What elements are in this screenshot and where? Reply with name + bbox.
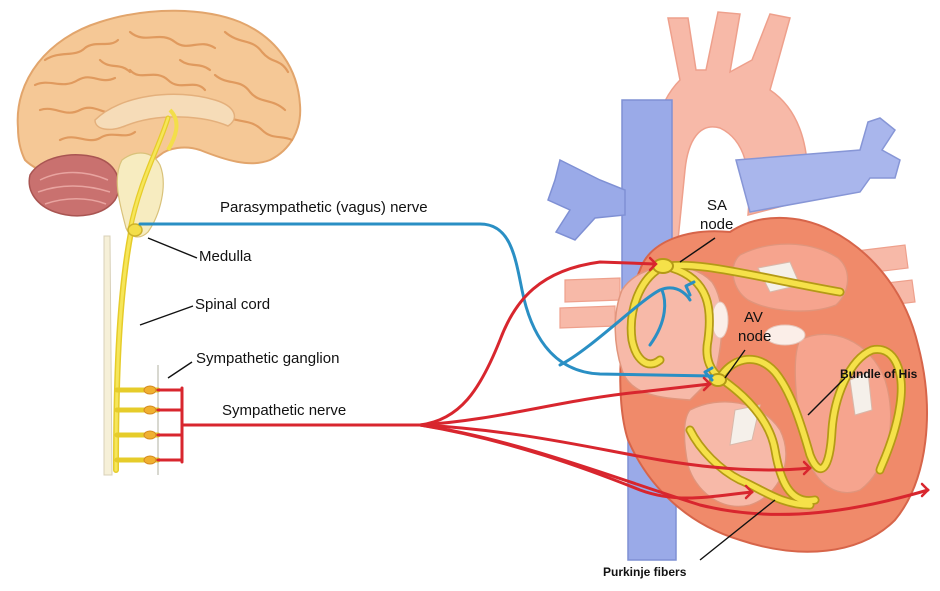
sympathetic-ganglion-leader [168,362,192,378]
label-av-node-line2: node [738,329,771,344]
medulla-nucleus [128,224,142,236]
medulla-leader [148,238,197,258]
sympathetic-ganglia [117,365,420,475]
label-av-node-line1: AV [744,310,763,325]
label-sa-node-line1: SA [707,198,727,213]
spinal-cord-leader [140,306,193,325]
label-spinal-cord: Spinal cord [195,297,270,312]
label-sa-node-line2: node [700,217,733,232]
pulmonary-veins-left [548,160,625,240]
label-sympathetic-ganglion: Sympathetic ganglion [196,351,339,366]
label-parasympathetic-nerve: Parasympathetic (vagus) nerve [220,200,428,215]
label-sympathetic-nerve: Sympathetic nerve [222,403,346,418]
label-bundle-of-his: Bundle of His [840,368,917,380]
sa-node-marker [653,259,673,273]
label-purkinje-fibers: Purkinje fibers [603,566,686,578]
label-medulla: Medulla [199,249,252,264]
